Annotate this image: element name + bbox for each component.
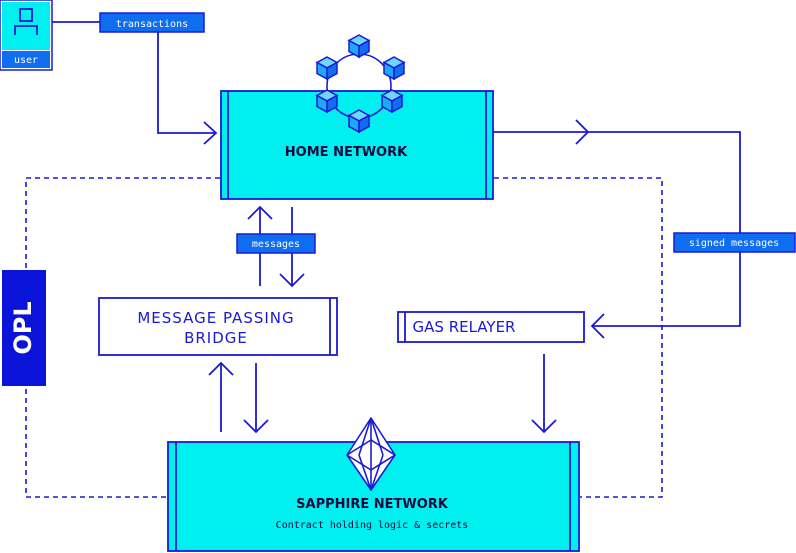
user-label: user [14,55,38,66]
blockchain-icon [316,34,405,133]
signed-messages-tag: signed messages [673,232,796,253]
opl-tag: OPL [2,270,46,386]
sapphire-subtitle: Contract holding logic & secrets [276,520,469,531]
signed-messages-connector [493,119,741,339]
sapphire-gem-icon [346,417,396,491]
opl-label: OPL [9,301,37,354]
relayer-sapphire-arrow [531,354,557,434]
transactions-connector [52,21,218,145]
home-network-title: HOME NETWORK [285,145,408,160]
bridge-title-line2: BRIDGE [184,329,248,347]
sapphire-title: SAPPHIRE NETWORK [296,497,449,512]
message-passing-bridge-box: MESSAGE PASSING BRIDGE [98,297,338,356]
signed-messages-label: signed messages [689,238,779,249]
messages-label: messages [252,239,300,250]
transactions-tag: transactions [99,12,205,33]
home-network-box: HOME NETWORK [220,90,494,200]
messages-tag: messages [236,233,316,254]
user-box: user [0,0,53,71]
gas-relayer-box: GAS RELAYER [397,311,585,343]
bridge-sapphire-arrows [208,361,269,434]
user-icon [14,8,38,35]
transactions-label: transactions [116,19,188,30]
bridge-title-line1: MESSAGE PASSING [137,309,294,327]
gas-relayer-title: GAS RELAYER [413,318,516,336]
